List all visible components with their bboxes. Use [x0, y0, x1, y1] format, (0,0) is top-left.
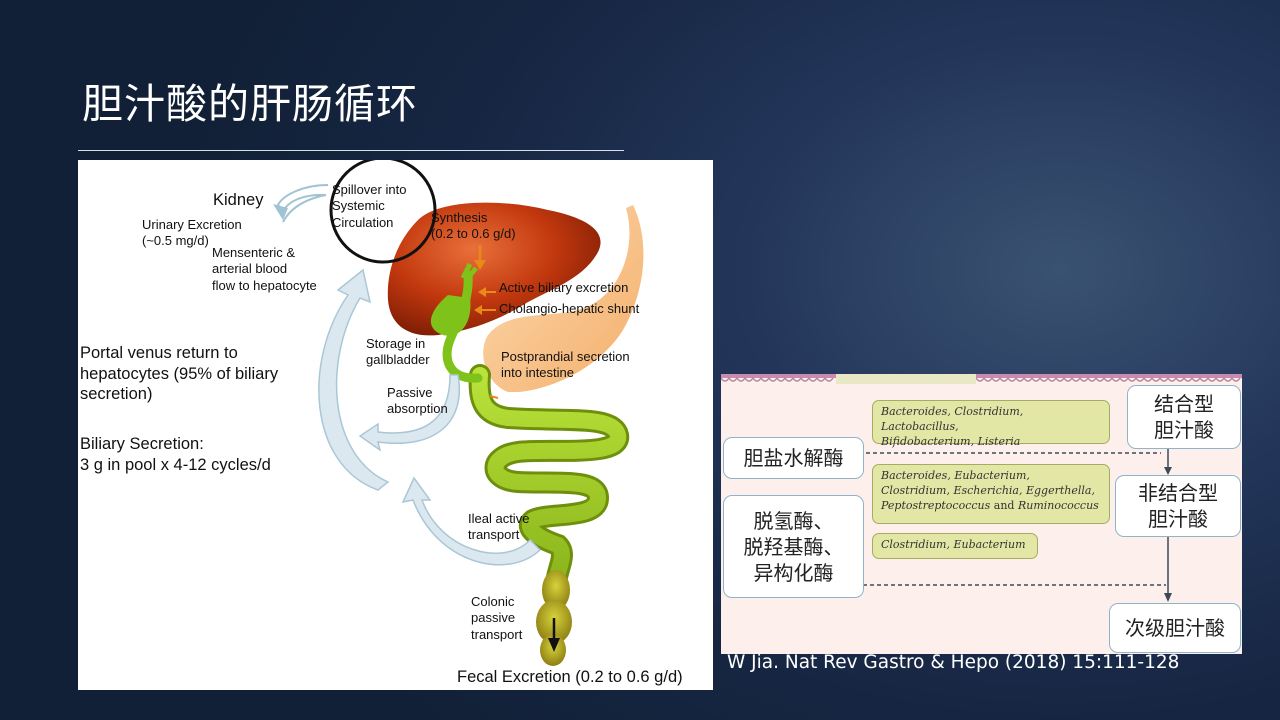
villi-left [721, 374, 836, 382]
villi-right [976, 374, 1242, 382]
spillover-label: Spillover into Systemic Circulation [332, 182, 407, 230]
secondary-bile-acid-box: 次级胆汁酸 [1109, 603, 1241, 653]
ileal-transport-label: Ileal active transport [468, 511, 530, 543]
synthesis-label: Synthesis (0.2 to 0.6 g/d) [431, 210, 516, 242]
enterohepatic-diagram: Kidney Urinary Excretion (~0.5 mg/d) Men… [78, 160, 713, 690]
bacteria-group-unconjugated: Bacteroides, Eubacterium, Clostridium, E… [872, 464, 1110, 524]
bsh-enzyme-box: 胆盐水解酶 [723, 437, 864, 479]
fecal-excretion-label: Fecal Excretion (0.2 to 0.6 g/d) [457, 668, 683, 686]
gut-lumen-band [836, 374, 976, 384]
bacteria-group-secondary: Clostridium, Eubacterium [872, 533, 1038, 559]
ileal-arrow [401, 476, 542, 566]
kidney-label: Kidney [213, 191, 264, 209]
stomach-shape [483, 205, 644, 392]
bacteria-group-bsh: Bacteroides, Clostridium, Lactobacillus,… [872, 400, 1110, 448]
colon-segment [540, 634, 566, 666]
spillover-circle [329, 160, 437, 264]
cholangio-label: Cholangio-hepatic shunt [499, 301, 640, 316]
diagram-graphics [273, 160, 644, 666]
urinary-excretion-label: Urinary Excretion (~0.5 mg/d) [142, 217, 242, 249]
portal-return-label: Portal venus return to hepatocytes (95% … [80, 344, 279, 404]
active-biliary-label: Active biliary excretion [499, 280, 629, 295]
passive-absorption-arrow [358, 374, 460, 452]
enzymes-box: 脱氢酶、 脱羟基酶、 异构化酶 [723, 495, 864, 598]
postprandial-label: Postprandial secretion into intestine [501, 349, 630, 381]
bacteria-list-a: Bacteroides, Eubacterium, Clostridium, E… [881, 469, 1095, 512]
bacteria-list-and: and [990, 498, 1018, 512]
bacteria-list-b: Ruminococcus [1017, 498, 1099, 512]
conjugated-bile-acid-box: 结合型 胆汁酸 [1127, 385, 1241, 449]
portal-return-arrow [318, 268, 390, 491]
colonic-transport-label: Colonic passive transport [471, 594, 523, 642]
biliary-secretion-label: Biliary Secretion: 3 g in pool x 4-12 cy… [80, 435, 271, 474]
metabolism-panel: 结合型 胆汁酸 胆盐水解酶 非结合型 胆汁酸 脱氢酶、 脱羟基酶、 异构化酶 次… [721, 374, 1242, 654]
slide-title: 胆汁酸的肝肠循环 [82, 80, 418, 128]
citation-text: W Jia. Nat Rev Gastro & Hepo (2018) 15:1… [727, 652, 1180, 673]
unconjugated-bile-acid-box: 非结合型 胆汁酸 [1115, 475, 1241, 537]
title-underline [78, 150, 624, 151]
storage-label: Storage in gallbladder [366, 336, 430, 368]
colon-segment [542, 570, 570, 610]
kidney-arrow [276, 184, 329, 223]
mesenteric-label: Mensenteric & arterial blood flow to hep… [212, 245, 317, 293]
passive-absorption-label: Passive absorption [387, 385, 448, 417]
